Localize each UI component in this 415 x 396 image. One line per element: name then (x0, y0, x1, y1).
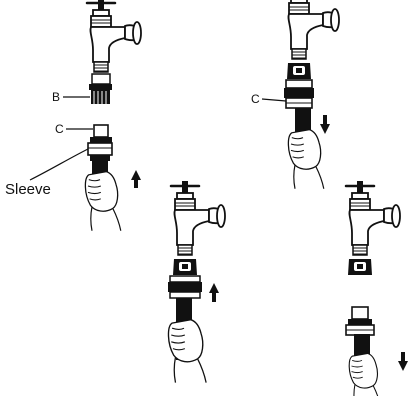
leader-sleeve (29, 148, 89, 181)
step1-faucet (85, 0, 143, 74)
step4-faucet (344, 179, 402, 257)
step1-hand (84, 160, 122, 232)
connector-step3 (168, 275, 202, 299)
adapter-step4 (348, 259, 372, 275)
step2-faucet (283, 0, 341, 61)
label-b: B (52, 90, 61, 104)
adapter-step2 (287, 63, 311, 79)
connector-c1 (87, 124, 113, 161)
connector-c2 (284, 79, 314, 109)
step4-hand (348, 334, 381, 396)
step3-hand (167, 298, 207, 384)
leader-c2 (261, 98, 287, 102)
label-c-step1: C (55, 122, 64, 136)
adapter-step3 (173, 259, 197, 275)
step3-faucet (169, 179, 227, 257)
connector-step4 (345, 306, 375, 336)
label-c-step2: C (251, 92, 260, 106)
arrow-up-icon-3 (209, 283, 219, 302)
arrow-down-icon-2 (320, 115, 330, 134)
label-sleeve: Sleeve (5, 181, 51, 198)
arrow-down-icon-4 (398, 352, 408, 371)
fitting-b (89, 73, 112, 104)
arrow-up-icon-1 (131, 170, 141, 188)
step2-hand (287, 108, 325, 190)
